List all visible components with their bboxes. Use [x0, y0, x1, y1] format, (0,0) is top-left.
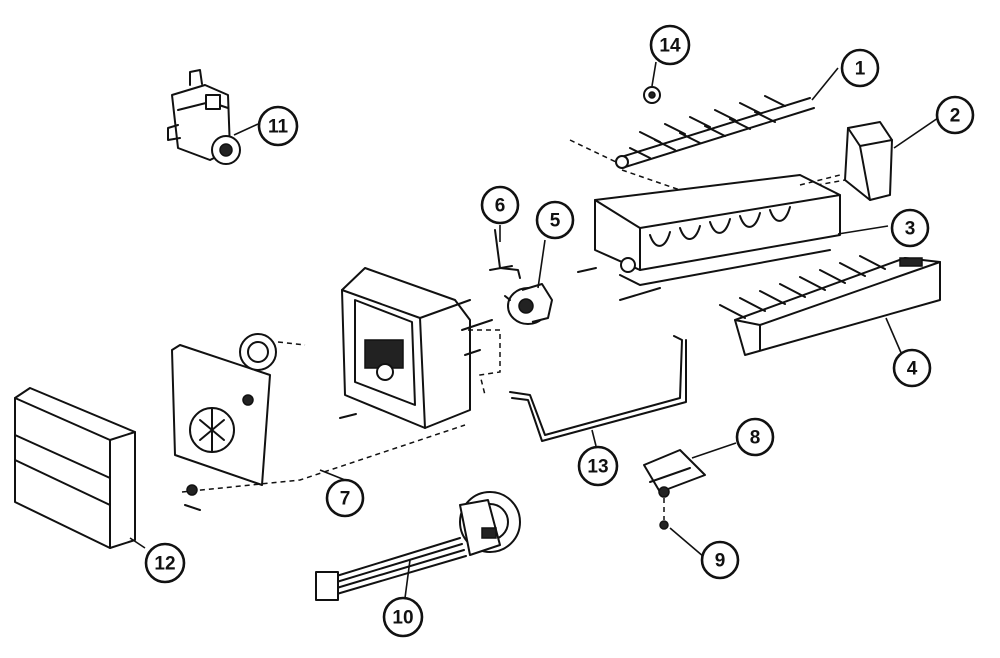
- callout-7: 7: [325, 478, 365, 518]
- callout-13: 13: [577, 445, 619, 487]
- part-screw: [658, 486, 670, 530]
- part-ejector: [569, 95, 815, 169]
- callout-9-label: 9: [715, 551, 726, 572]
- callout-5: 5: [535, 200, 575, 240]
- callout-9: 9: [700, 540, 740, 580]
- part-outer-cover: [14, 387, 136, 549]
- part-mounting-plate: [171, 333, 466, 511]
- callout-1: 1: [840, 48, 880, 88]
- callout-4: 4: [892, 348, 932, 388]
- callout-11-label: 11: [268, 117, 289, 138]
- callout-12: 12: [144, 542, 186, 584]
- part-wire-arm: [509, 335, 687, 442]
- callout-14-label: 14: [659, 36, 681, 57]
- callout-3: 3: [890, 208, 930, 248]
- callout-11: 11: [257, 105, 299, 147]
- callout-8-label: 8: [750, 428, 761, 449]
- part-wiring-harness: [315, 491, 521, 601]
- callout-6: 6: [480, 185, 520, 225]
- part-thermostat: [504, 283, 553, 325]
- callout-8: 8: [735, 417, 775, 457]
- callout-3-label: 3: [905, 219, 916, 240]
- callout-1-label: 1: [855, 59, 866, 80]
- part-bearing: [643, 86, 661, 104]
- part-stripper: [719, 255, 941, 356]
- part-mold: [577, 169, 841, 301]
- leader-lines: [129, 61, 939, 599]
- callout-10: 10: [382, 596, 424, 638]
- part-water-valve: [167, 69, 241, 165]
- callout-5-label: 5: [550, 211, 561, 232]
- part-bracket: [643, 449, 706, 493]
- callout-2-label: 2: [950, 106, 961, 127]
- callout-7-label: 7: [340, 489, 351, 510]
- callout-6-label: 6: [495, 196, 506, 217]
- callout-12-label: 12: [154, 554, 175, 575]
- callout-2: 2: [935, 95, 975, 135]
- part-shutoff-arm: [489, 229, 521, 279]
- callout-4-label: 4: [907, 359, 918, 380]
- part-housing: [341, 267, 501, 429]
- callout-13-label: 13: [587, 457, 608, 478]
- callout-10-label: 10: [392, 608, 413, 629]
- callout-14: 14: [649, 24, 691, 66]
